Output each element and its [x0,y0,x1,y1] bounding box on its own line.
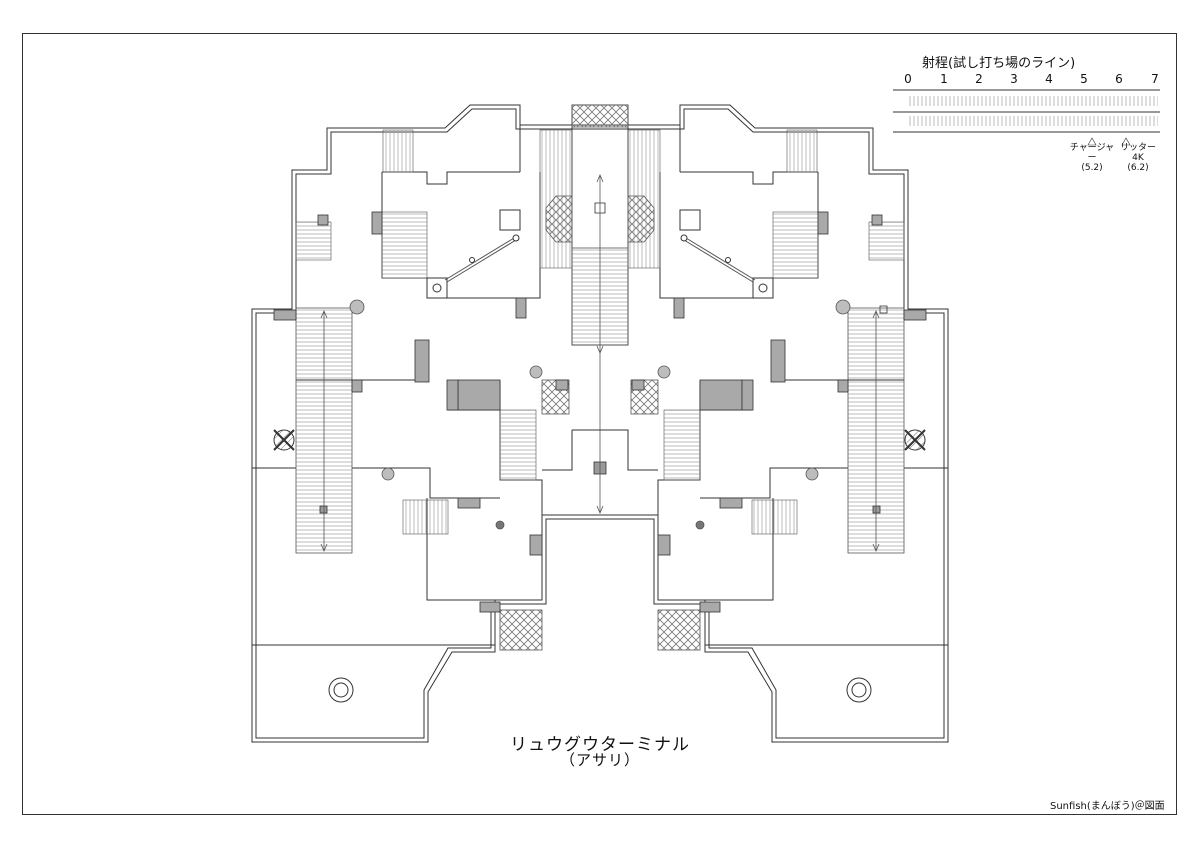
sprinkler-boxes [426,209,774,299]
range-tick: 4 [1045,72,1053,86]
range-tick: 7 [1151,72,1159,86]
range-tick: 6 [1115,72,1123,86]
credit-text: Sunfish(まんぼう)＠図面 [1050,801,1165,812]
range-marker-name: チャージャー [1069,143,1115,163]
range-marker-value: (6.2) [1127,163,1149,173]
range-marker-liter: リッター4K (6.2) [1118,143,1158,173]
range-ruler [893,89,1160,146]
solid-blocks [273,211,927,613]
range-tick: 0 [904,72,912,86]
round-markers [349,299,851,530]
range-marker-value: (5.2) [1081,163,1103,173]
outer-wall [251,104,949,743]
grates [499,104,701,651]
map-subtitle: （アサリ） [559,751,640,769]
map-title: リュウグウターミナル [510,735,690,755]
range-scale-title: 射程(試し打ち場のライン) [922,56,1076,71]
dimension-lines [320,173,880,553]
range-tick: 1 [940,72,948,86]
range-tick: 5 [1080,72,1088,86]
range-tick: 2 [975,72,983,86]
spawn-points [328,677,872,703]
range-marker-charger: チャージャー (5.2) [1068,143,1116,173]
sponge-markers [273,429,926,451]
drawing-frame [22,33,1177,815]
range-tick: 3 [1010,72,1018,86]
range-marker-name: リッター4K [1119,143,1156,163]
